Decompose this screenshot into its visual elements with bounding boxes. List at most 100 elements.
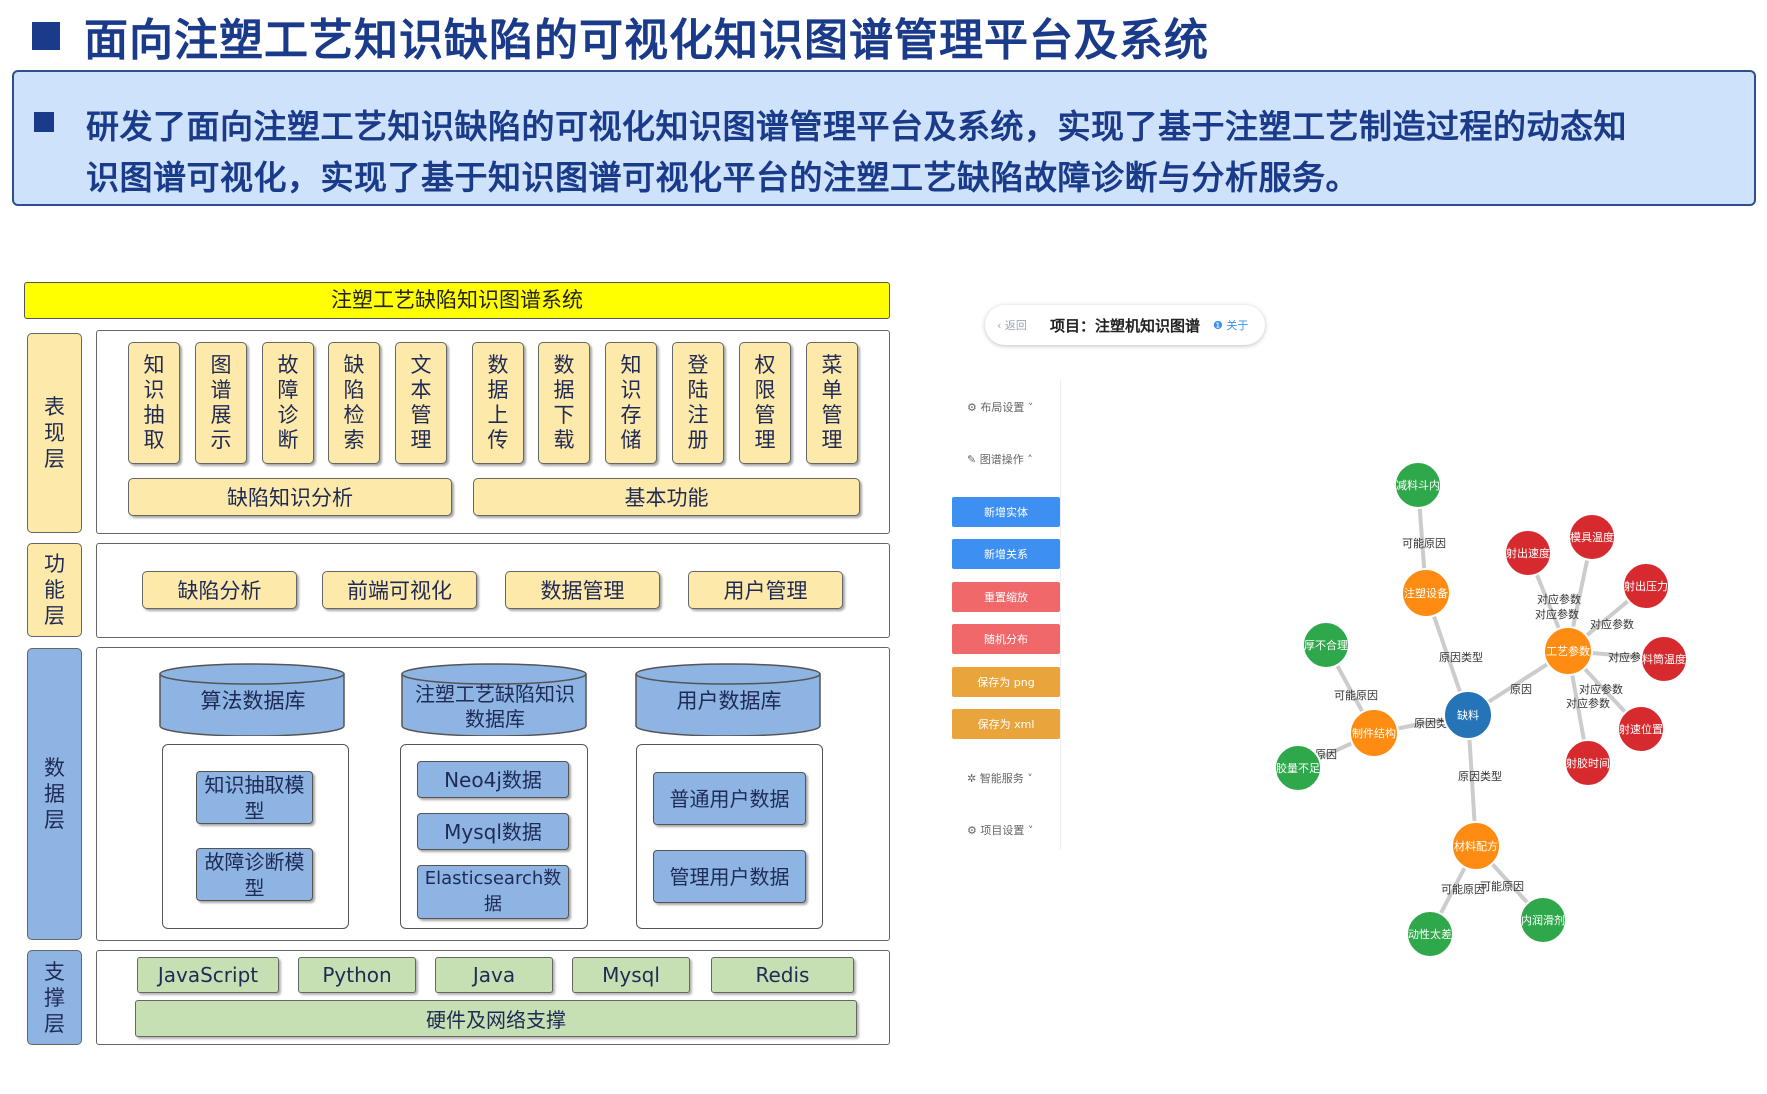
- support-item: Python: [298, 957, 416, 993]
- graph-node-leaf-label: 射出压力: [1624, 579, 1668, 593]
- graph-node-leaf[interactable]: 动性太差: [1406, 910, 1454, 958]
- presentation-item: 文本管理: [395, 342, 447, 464]
- settings-icon: ⚙: [967, 824, 981, 837]
- reset-zoom-button[interactable]: 重置缩放: [952, 582, 1060, 612]
- graph-node-leaf[interactable]: 厚不合理: [1302, 621, 1350, 669]
- random-layout-button[interactable]: 随机分布: [952, 624, 1060, 654]
- graph-edge-label: 原因类型: [1458, 769, 1502, 783]
- menu-layout-settings[interactable]: ⚙ 布局设置 ˅: [967, 399, 1033, 415]
- graph-node-hub-circle[interactable]: [1401, 568, 1451, 618]
- graph-node-leaf-label: 内润滑剂: [1521, 913, 1565, 927]
- presentation-item-text: 菜单管理: [821, 353, 843, 452]
- graph-node-hub-label: 制件结构: [1352, 726, 1396, 740]
- graph-node-hub[interactable]: 工艺参数: [1543, 626, 1593, 676]
- graph-node-leaf-label: 动性太差: [1408, 927, 1452, 941]
- add-entity-button[interactable]: 新增实体: [952, 497, 1060, 527]
- graph-node-center-circle[interactable]: [1443, 690, 1493, 740]
- menu-label: 布局设置: [980, 401, 1025, 414]
- graph-node-hub-label: 工艺参数: [1546, 644, 1590, 658]
- save-xml-button[interactable]: 保存为 xml: [952, 709, 1060, 739]
- support-item: JavaScript: [137, 957, 279, 993]
- graph-node-leaf[interactable]: 射出速度: [1504, 529, 1552, 577]
- graph-node-leaf[interactable]: 内润滑剂: [1519, 896, 1567, 944]
- about-link[interactable]: ❶ 关于: [1213, 317, 1248, 333]
- chevron-left-icon: ‹: [997, 319, 1005, 332]
- graph-node-leaf-circle[interactable]: [1302, 621, 1350, 669]
- graph-node-leaf[interactable]: 减料斗内: [1394, 461, 1442, 509]
- presentation-item: 权限管理: [739, 342, 791, 464]
- graph-node-leaf[interactable]: 射出压力: [1622, 562, 1670, 610]
- function-item: 数据管理: [505, 571, 660, 609]
- presentation-item-text: 权限管理: [754, 353, 776, 452]
- graph-node-leaf[interactable]: 模具温度: [1568, 513, 1616, 561]
- function-item: 前端可视化: [322, 571, 477, 609]
- knowledge-graph[interactable]: 可能原因原因类型对应参数对应参数对应参数对应参数对应参数对应参数原因可能原因原因…: [1270, 440, 1710, 980]
- graph-node-center[interactable]: 缺料: [1443, 690, 1493, 740]
- support-item: Java: [435, 957, 553, 993]
- chevron-up-icon: ˄: [1023, 453, 1033, 466]
- layer-label-presentation: 表现层: [27, 333, 82, 533]
- menu-label: 智能服务: [979, 772, 1024, 785]
- support-item: Mysql: [572, 957, 690, 993]
- graph-node-hub-circle[interactable]: [1543, 626, 1593, 676]
- graph-node-leaf[interactable]: 射速位置: [1617, 705, 1665, 753]
- layer-label-support-text: 支撑层: [44, 959, 65, 1036]
- graph-node-leaf-circle[interactable]: [1274, 744, 1322, 792]
- layer-label-presentation-text: 表现层: [44, 395, 65, 471]
- graph-node-hub-circle[interactable]: [1349, 708, 1399, 758]
- graph-node-leaf-circle[interactable]: [1394, 461, 1442, 509]
- graph-node-leaf-circle[interactable]: [1622, 562, 1670, 610]
- add-relation-button[interactable]: 新增关系: [952, 539, 1060, 569]
- chevron-down-icon: ˅: [1024, 824, 1034, 837]
- presentation-item-text: 登陆注册: [687, 353, 709, 452]
- presentation-item-text: 数据上传: [487, 353, 509, 452]
- graph-edge-label: 可能原因: [1334, 688, 1378, 702]
- presentation-item: 故障诊断: [262, 342, 314, 464]
- back-link[interactable]: ‹ 返回: [997, 317, 1027, 333]
- db-item: 管理用户数据: [653, 850, 806, 903]
- graph-node-leaf[interactable]: 胶量不足: [1274, 744, 1322, 792]
- db-item: 故障诊断模型: [196, 848, 313, 901]
- graph-node-hub[interactable]: 制件结构: [1349, 708, 1399, 758]
- graph-node-leaf-circle[interactable]: [1564, 739, 1612, 787]
- info-icon: ❶: [1213, 319, 1227, 332]
- menu-project-settings[interactable]: ⚙ 项目设置 ˅: [967, 822, 1033, 838]
- presentation-item-text: 故障诊断: [277, 353, 299, 452]
- graph-node-leaf-circle[interactable]: [1568, 513, 1616, 561]
- menu-smart-services[interactable]: ✲ 智能服务 ˅: [967, 770, 1033, 786]
- graph-node-leaf-circle[interactable]: [1519, 896, 1567, 944]
- layer-label-function: 功能层: [27, 543, 82, 637]
- graph-edge-label: 原因: [1510, 683, 1532, 696]
- graph-node-hub-circle[interactable]: [1451, 821, 1501, 871]
- graph-node-leaf-circle[interactable]: [1617, 705, 1665, 753]
- db-item: Mysql数据: [417, 813, 569, 850]
- support-base: 硬件及网络支撑: [135, 1000, 857, 1037]
- description-line-2: 识图谱可视化，实现了基于知识图谱可视化平台的注塑工艺缺陷故障诊断与分析服务。: [86, 158, 1359, 197]
- description-line-1: 研发了面向注塑工艺知识缺陷的可视化知识图谱管理平台及系统，实现了基于注塑工艺制造…: [86, 107, 1627, 146]
- save-png-button[interactable]: 保存为 png: [952, 667, 1060, 697]
- graph-node-leaf-label: 射出速度: [1506, 546, 1550, 560]
- graph-node-hub-label: 材料配方: [1454, 839, 1498, 853]
- presentation-item: 知识抽取: [128, 342, 180, 464]
- graph-node-leaf[interactable]: 射胶时间: [1564, 739, 1612, 787]
- presentation-group-defect-analysis: 缺陷知识分析: [128, 478, 452, 516]
- graph-node-leaf-label: 料筒温度: [1642, 652, 1686, 666]
- database-cylinder-user: [635, 663, 821, 736]
- db-item: Neo4j数据: [417, 761, 569, 798]
- layer-label-function-text: 功能层: [44, 552, 65, 628]
- layer-label-support: 支撑层: [27, 950, 82, 1045]
- chevron-down-icon: ˅: [1024, 401, 1034, 414]
- presentation-item-text: 文本管理: [410, 353, 432, 452]
- graph-node-center-label: 缺料: [1457, 708, 1479, 722]
- graph-node-leaf-label: 模具温度: [1570, 530, 1614, 544]
- graph-node-hub[interactable]: 注塑设备: [1401, 568, 1451, 618]
- graph-node-leaf-circle[interactable]: [1504, 529, 1552, 577]
- db-item: 知识抽取模型: [196, 771, 313, 824]
- graph-node-leaf-circle[interactable]: [1640, 635, 1688, 683]
- graph-node-leaf-circle[interactable]: [1406, 910, 1454, 958]
- presentation-item-text: 数据下载: [553, 353, 575, 452]
- chevron-down-icon: ˅: [1023, 772, 1033, 785]
- graph-node-leaf[interactable]: 料筒温度: [1640, 635, 1688, 683]
- menu-graph-operations[interactable]: ✎ 图谱操作 ˄: [967, 451, 1033, 467]
- graph-node-hub[interactable]: 材料配方: [1451, 821, 1501, 871]
